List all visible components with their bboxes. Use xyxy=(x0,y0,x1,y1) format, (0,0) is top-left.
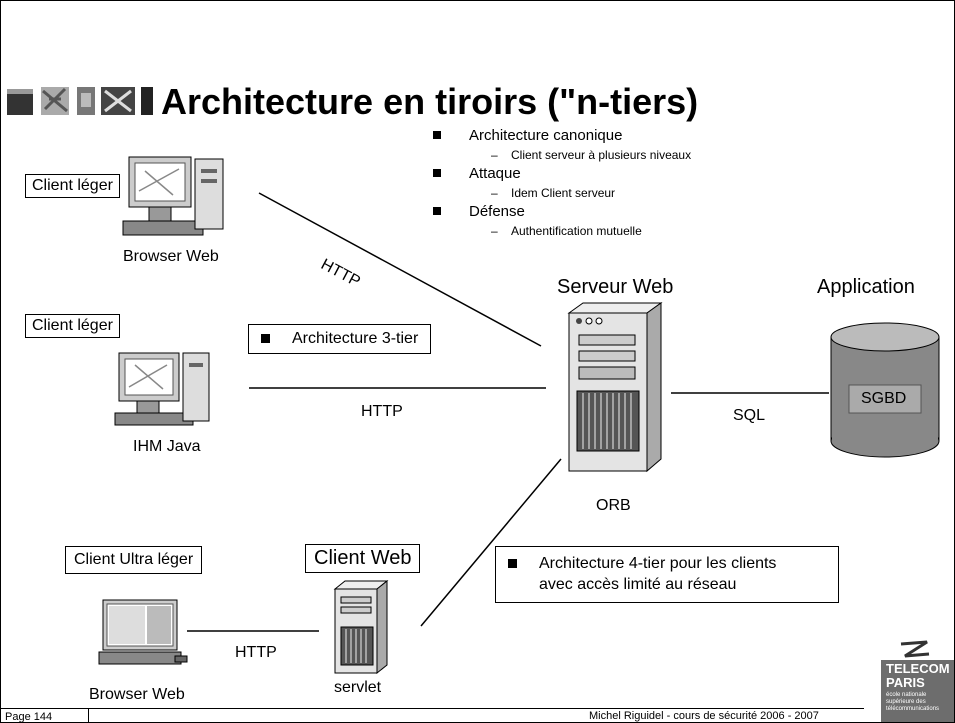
bullet-subitem: Authentification mutuelle xyxy=(433,222,691,240)
bullet-subitem: Client serveur à plusieurs niveaux xyxy=(433,146,691,164)
sgbd-label: SGBD xyxy=(861,390,907,407)
orb-caption: ORB xyxy=(596,497,631,514)
workstation-icon xyxy=(114,352,210,426)
ihm-java-caption: IHM Java xyxy=(133,438,201,455)
workstation-icon xyxy=(122,156,224,236)
logo-tagline: école nationale supérieure des télécommu… xyxy=(886,692,940,712)
bullet-square-icon xyxy=(261,334,270,344)
servlet-caption: servlet xyxy=(334,679,382,696)
footer-credit: Michel Riguidel - cours de sécurité 2006… xyxy=(589,710,819,722)
bullet-subitem: Idem Client serveur xyxy=(433,184,691,202)
servlet-server-icon xyxy=(333,579,389,675)
server-tower-icon xyxy=(567,302,663,473)
logo-word-telecom: TELECOM xyxy=(886,661,950,676)
client-leger-box-mid: Client léger xyxy=(25,314,120,338)
four-tier-callout: Architecture 4-tier pour les clients ave… xyxy=(495,546,839,603)
browser-web-caption-top: Browser Web xyxy=(123,248,219,265)
sql-label: SQL xyxy=(733,407,766,424)
bullet-list: Architecture canonique Client serveur à … xyxy=(433,126,691,240)
servlet-server-link xyxy=(420,458,562,627)
title-decoration-icon xyxy=(7,87,153,115)
page-number: Page 144 xyxy=(5,711,53,723)
laptop-icon xyxy=(98,599,188,665)
client-web-box: Client Web xyxy=(305,544,421,573)
logo-word-paris: PARIS xyxy=(886,675,925,690)
page-title: Architecture en tiroirs ("n-tiers) xyxy=(161,81,699,122)
client-ultra-leger-box: Client Ultra léger xyxy=(65,546,203,574)
browser-web-caption-bottom: Browser Web xyxy=(89,686,185,703)
server-title: Serveur Web xyxy=(557,276,674,298)
page-number-box: Page 144 xyxy=(1,708,89,723)
http-link-top xyxy=(258,192,542,347)
telecom-paris-logo: TELECOM PARIS école nationale supérieure… xyxy=(881,638,954,722)
bullet-item: Attaque xyxy=(433,164,691,184)
http-label-mid: HTTP xyxy=(361,403,403,420)
footer-rule xyxy=(89,708,864,709)
application-title: Application xyxy=(817,276,915,298)
bullet-item: Architecture canonique xyxy=(433,126,691,146)
bullet-item: Défense xyxy=(433,202,691,222)
bullet-square-icon xyxy=(508,559,517,569)
http-label-bottom: HTTP xyxy=(235,644,277,661)
database-icon xyxy=(830,322,940,458)
three-tier-callout: Architecture 3-tier xyxy=(248,324,432,354)
logo-z-icon xyxy=(900,640,930,658)
client-leger-box-top: Client léger xyxy=(25,174,120,198)
